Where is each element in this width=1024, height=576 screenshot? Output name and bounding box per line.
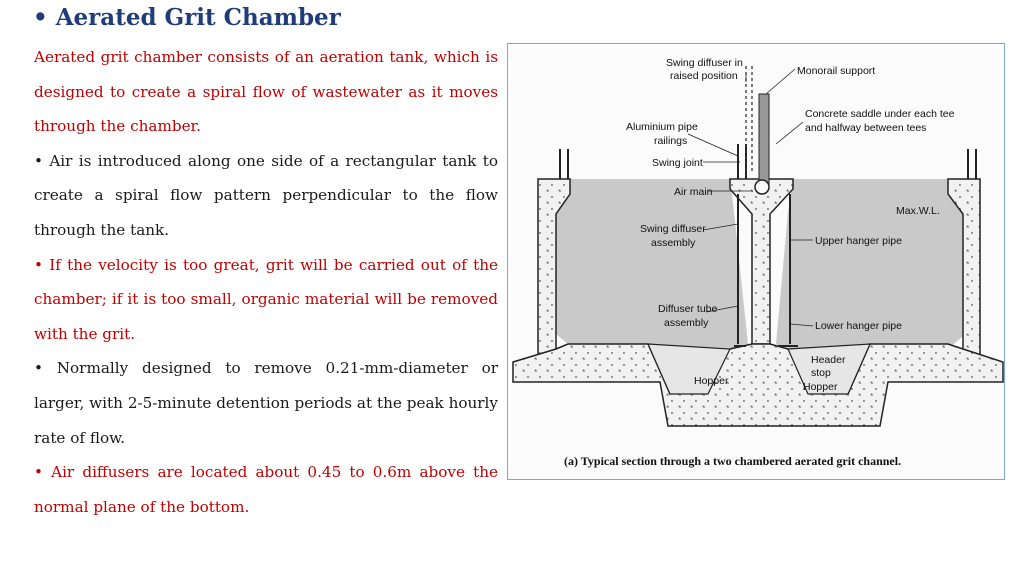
label-diffuser-tube-2: assembly [664,317,709,329]
label-header: Header [811,354,846,366]
label-air-main: Air main [674,186,713,198]
right-chamber-water [776,179,963,356]
label-swing-joint: Swing joint [652,157,703,169]
left-chamber-water [556,179,748,356]
label-monorail-support: Monorail support [797,65,875,77]
air-main-pipe [754,179,770,195]
label-swing-diffuser-raised-2: raised position [670,70,738,82]
label-diffuser-tube-1: Diffuser tube [658,303,717,315]
label-stop: stop [811,367,831,379]
grit-chamber-diagram: Swing diffuser in raised position Monora… [512,57,1004,468]
label-lower-hanger-pipe: Lower hanger pipe [815,320,902,332]
label-swing-diffuser-assembly-2: assembly [651,237,696,249]
label-aluminium-pipe-1: Aluminium pipe [626,121,698,133]
label-upper-hanger-pipe: Upper hanger pipe [815,235,902,247]
raised-diffuser-dashed [745,66,753,174]
paragraph-diffusers: • Air diffusers are located about 0.45 t… [34,463,498,516]
slide-title: • Aerated Grit Chamber [33,4,341,31]
hanger-pipes [734,194,798,347]
label-hopper-left: Hopper [694,375,729,387]
label-swing-diffuser-raised-1: Swing diffuser in [666,57,743,69]
railings [559,144,977,179]
paragraph-velocity: • If the velocity is too great, grit wil… [34,255,498,343]
paragraph-intro: Aerated grit chamber consists of an aera… [34,48,498,136]
label-max-wl: Max.W.L. [896,205,940,217]
label-concrete-saddle-2: and halfway between tees [805,122,926,134]
hopper-right-shape [787,343,871,395]
figure-caption: (a) Typical section through a two chambe… [564,454,901,468]
floor-slab [512,343,1004,427]
label-concrete-saddle-1: Concrete saddle under each tee [805,108,955,120]
paragraph-air-introduced: • Air is introduced along one side of a … [34,151,498,239]
title-text: Aerated Grit Chamber [55,4,341,31]
title-bullet: • [33,4,48,31]
label-hopper-right: Hopper [803,381,838,393]
monorail-post [758,93,770,190]
slide-body: Aerated grit chamber consists of an aera… [34,40,498,524]
grit-chamber-figure: Swing diffuser in raised position Monora… [507,43,1005,480]
leader-lines [687,68,814,327]
hopper-left-shape [647,343,731,395]
label-aluminium-pipe-2: railings [654,135,687,147]
label-swing-diffuser-assembly-1: Swing diffuser [640,223,706,235]
paragraph-design: • Normally designed to remove 0.21-mm-di… [34,359,498,447]
